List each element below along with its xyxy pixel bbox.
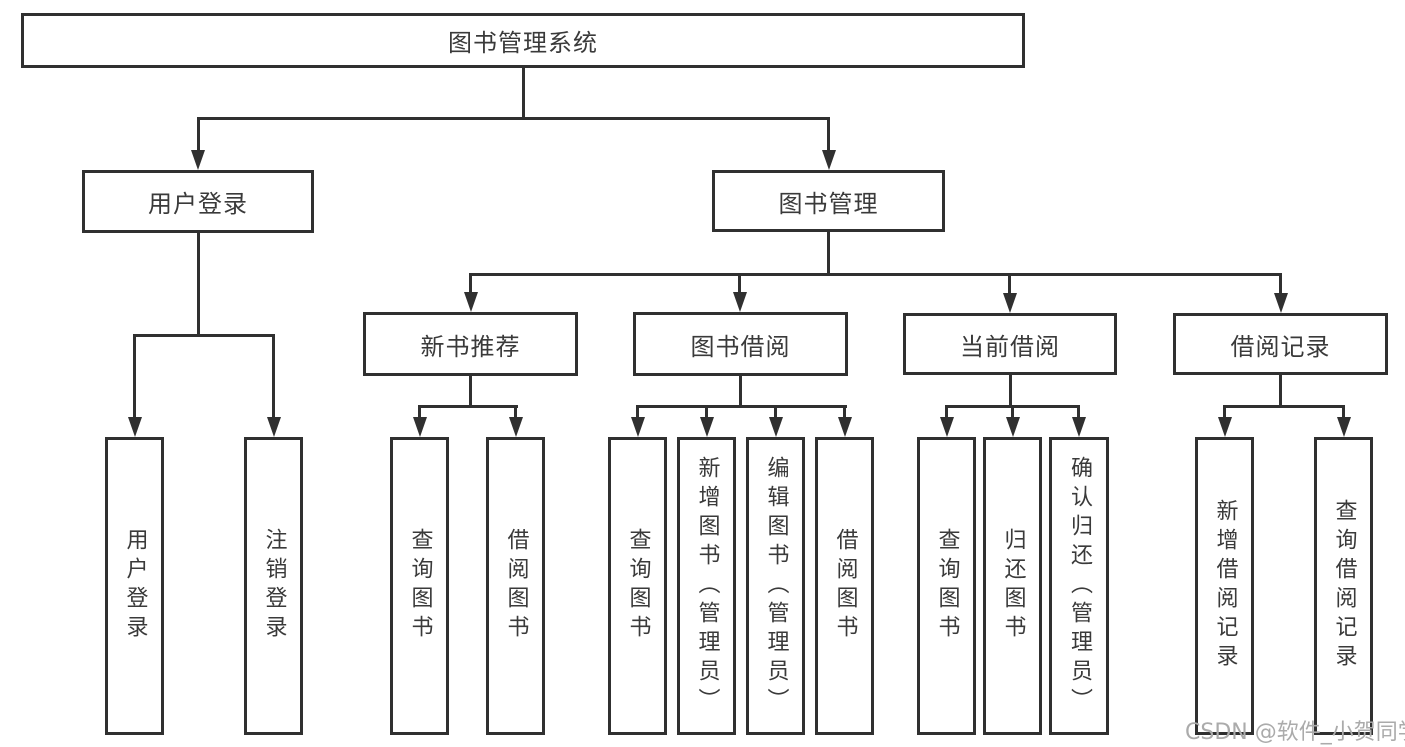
leaf-confirm-return-admin: 确认归还（管理员） xyxy=(1049,437,1109,735)
node-borrow-records: 借阅记录 xyxy=(1173,313,1388,375)
connector-line xyxy=(468,273,472,295)
leaf-borrow-book-recommend: 借阅图书 xyxy=(486,437,545,735)
connector-line xyxy=(1223,405,1226,420)
arrowhead-down xyxy=(127,417,142,437)
arrowhead-down xyxy=(1273,293,1288,313)
node-new-book-recommend: 新书推荐 xyxy=(363,312,578,376)
arrowhead-down xyxy=(463,292,478,312)
connector-line xyxy=(1008,273,1011,295)
connector-line xyxy=(133,334,275,337)
arrowhead-down xyxy=(1003,293,1017,313)
leaf-user-login-label: 用户登录 xyxy=(122,528,148,644)
connector-line xyxy=(774,405,777,420)
arrowhead-down xyxy=(1336,417,1351,437)
node-user-login-label: 用户登录 xyxy=(148,190,248,218)
arrowhead-down xyxy=(412,417,427,437)
node-new-book-recommend-label: 新书推荐 xyxy=(420,332,521,361)
connector-line xyxy=(636,405,847,408)
leaf-add-borrow-record-label: 新增借阅记录 xyxy=(1212,499,1238,673)
arrowhead-down xyxy=(1005,417,1020,437)
leaf-query-borrow-record-label: 查询借阅记录 xyxy=(1331,499,1357,673)
arrowhead-down xyxy=(508,417,523,437)
connector-line xyxy=(827,232,830,276)
connector-line xyxy=(133,334,136,419)
leaf-add-book-admin: 新增图书（管理员） xyxy=(677,437,736,735)
leaf-query-book-recommend-label: 查询图书 xyxy=(407,528,433,644)
arrowhead-down xyxy=(733,292,747,312)
leaf-query-book-current-label: 查询图书 xyxy=(934,528,960,644)
node-current-borrow: 当前借阅 xyxy=(903,313,1117,375)
leaf-user-login: 用户登录 xyxy=(105,437,164,735)
leaf-edit-book-admin-label: 编辑图书（管理员） xyxy=(763,455,789,717)
leaf-edit-book-admin: 编辑图书（管理员） xyxy=(746,437,805,735)
connector-line xyxy=(739,376,742,407)
csdn-watermark: CSDN @软件_小贺同学 xyxy=(1185,720,1405,745)
connector-line xyxy=(843,405,846,420)
node-library-system-label: 图书管理系统 xyxy=(448,29,598,57)
arrowhead-down xyxy=(1217,417,1232,437)
leaf-borrow-book-recommend-label: 借阅图书 xyxy=(503,528,529,644)
connector-line xyxy=(196,233,200,337)
connector-line xyxy=(272,334,275,419)
node-library-system: 图书管理系统 xyxy=(21,13,1025,68)
connector-line xyxy=(1009,375,1012,407)
connector-line xyxy=(1279,375,1282,407)
arrowhead-down xyxy=(1071,417,1086,437)
leaf-logout-label: 注销登录 xyxy=(261,528,287,644)
node-book-management-label: 图书管理 xyxy=(778,189,879,218)
leaf-query-borrow-record: 查询借阅记录 xyxy=(1314,437,1373,735)
arrowhead-down xyxy=(191,150,205,170)
leaf-confirm-return-admin-label: 确认归还（管理员） xyxy=(1067,455,1092,717)
connector-line xyxy=(1011,405,1014,420)
leaf-query-book-borrow: 查询图书 xyxy=(608,437,667,735)
leaf-query-book-recommend: 查询图书 xyxy=(390,437,449,735)
leaf-borrow-book: 借阅图书 xyxy=(815,437,874,735)
node-book-management: 图书管理 xyxy=(712,170,945,232)
connector-line xyxy=(945,405,948,420)
connector-line xyxy=(521,68,525,119)
arrowhead-down xyxy=(821,150,836,170)
arrowhead-down xyxy=(837,417,852,437)
node-current-borrow-label: 当前借阅 xyxy=(960,332,1060,361)
node-book-borrow-label: 图书借阅 xyxy=(690,332,791,361)
node-user-login: 用户登录 xyxy=(82,170,314,233)
connector-line xyxy=(1077,405,1080,420)
connector-line xyxy=(418,405,421,420)
connector-line xyxy=(636,405,639,420)
connector-line xyxy=(705,405,708,420)
leaf-query-book-borrow-label: 查询图书 xyxy=(625,528,651,644)
leaf-logout: 注销登录 xyxy=(244,437,303,735)
arrowhead-down xyxy=(939,417,954,437)
connector-line xyxy=(196,117,830,120)
arrowhead-down xyxy=(768,417,783,437)
arrowhead-down xyxy=(699,417,714,437)
leaf-return-book-label: 归还图书 xyxy=(1000,528,1026,644)
leaf-add-borrow-record: 新增借阅记录 xyxy=(1195,437,1254,735)
connector-line xyxy=(1278,273,1282,295)
connector-line xyxy=(469,376,472,408)
connector-line xyxy=(1223,405,1345,408)
connector-line xyxy=(468,273,1282,276)
connector-line xyxy=(1342,405,1345,420)
leaf-add-book-admin-label: 新增图书（管理员） xyxy=(694,455,720,717)
connector-line xyxy=(196,117,200,152)
connector-line xyxy=(514,405,517,420)
connector-line xyxy=(738,273,741,295)
connector-line xyxy=(827,117,830,152)
leaf-return-book: 归还图书 xyxy=(983,437,1042,735)
node-borrow-records-label: 借阅记录 xyxy=(1230,332,1331,361)
connector-line xyxy=(418,405,518,408)
leaf-borrow-book-label: 借阅图书 xyxy=(832,528,858,644)
node-book-borrow: 图书借阅 xyxy=(633,312,848,376)
arrowhead-down xyxy=(630,417,645,437)
arrowhead-down xyxy=(266,417,281,437)
leaf-query-book-current: 查询图书 xyxy=(917,437,976,735)
